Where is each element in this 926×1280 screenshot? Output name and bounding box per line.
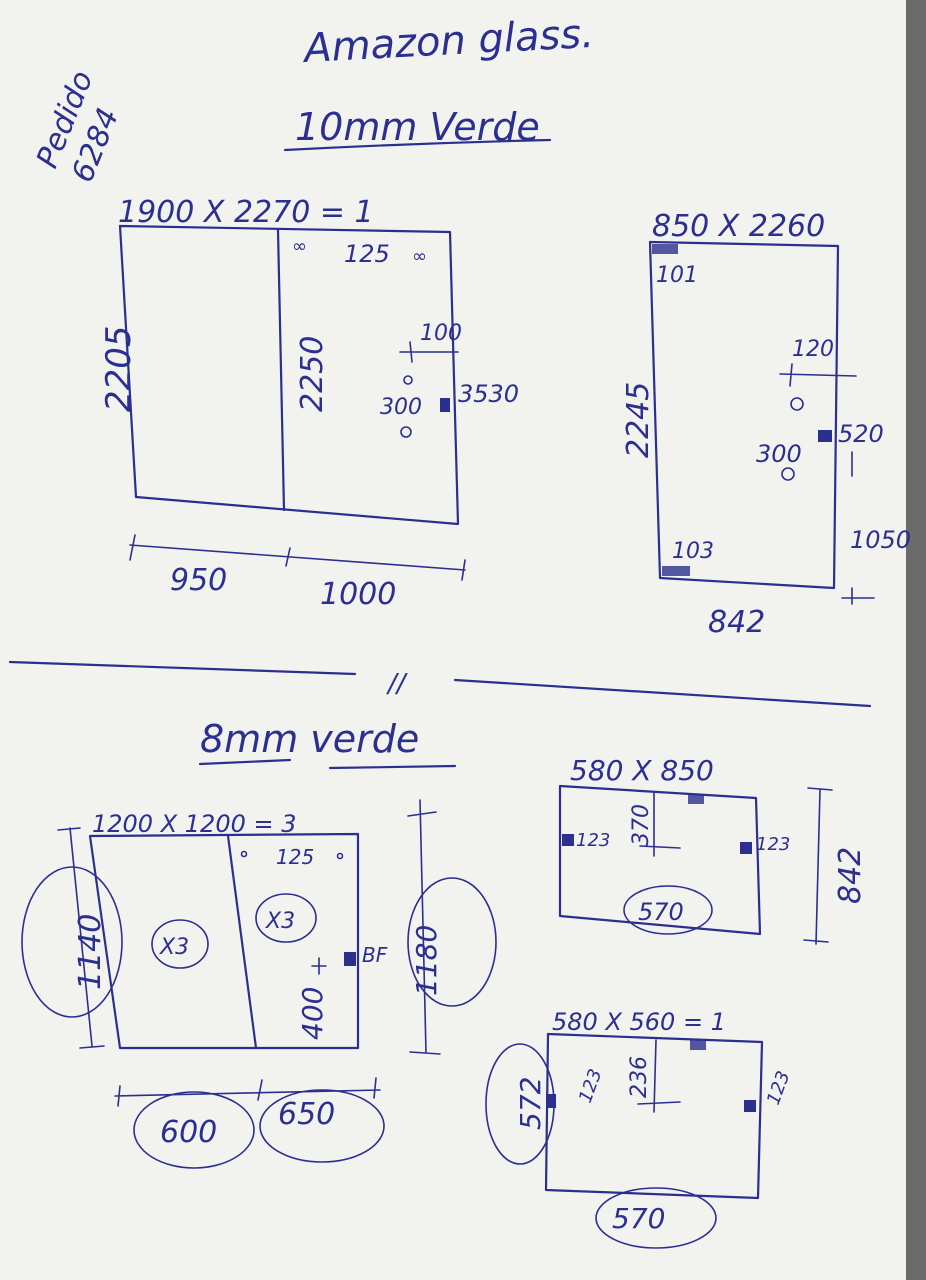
panel4-size: 580 X 850 xyxy=(570,754,714,787)
panel3-width-right: 650 xyxy=(278,1097,335,1132)
panel2-reference-tick xyxy=(779,363,857,387)
panel3-divider xyxy=(226,834,258,1050)
panel4-height-dimension xyxy=(803,787,833,945)
panel2-height: 2245 xyxy=(621,382,656,458)
panel-850x2260: 850 X 2260 101 2245 120 300 520 1050 103… xyxy=(621,209,911,640)
panel3-top-holes: 125 xyxy=(276,845,314,869)
panel2-offset: 120 xyxy=(792,337,834,362)
panel4-top-mark xyxy=(688,794,704,804)
panel1-top-holes: 125 xyxy=(344,240,390,268)
panel1-handle-mark xyxy=(440,398,450,412)
panel1-width-dimension xyxy=(129,534,466,581)
panel1-width-right: 1000 xyxy=(320,577,396,612)
panel1-divider xyxy=(276,228,286,512)
panel4-width: 570 xyxy=(638,898,684,926)
panel3-width-left-circle xyxy=(133,1091,255,1169)
panel1-hole-left: ∞ xyxy=(292,236,307,257)
panel3-right-dimension xyxy=(407,799,441,1055)
panel5-width-circle xyxy=(595,1187,717,1249)
panel4-height: 842 xyxy=(833,847,868,904)
panel3-width-left: 600 xyxy=(160,1115,217,1150)
panel3-height-left-circle xyxy=(21,866,123,1018)
panel2-handle: 520 xyxy=(838,420,884,448)
panel2-outline xyxy=(648,240,840,590)
panel4-width-circle xyxy=(623,885,713,935)
section1-underline xyxy=(283,138,552,152)
panel2-bottom: 1050 xyxy=(850,526,911,554)
panel5-size: 580 X 560 = 1 xyxy=(552,1008,726,1036)
panel3-size: 1200 X 1200 = 3 xyxy=(92,810,297,838)
panel-580x560: 580 X 560 = 1 572 123 236 123 570 xyxy=(485,1008,794,1249)
panel2-width: 842 xyxy=(708,605,765,640)
section2-title: 8mm verde xyxy=(200,717,419,761)
panel5-outline xyxy=(544,1032,764,1200)
panel2-corner-top: 101 xyxy=(656,263,698,288)
panel1-handle: 3530 xyxy=(458,380,519,408)
panel2-corner-top-mark xyxy=(652,244,678,254)
section2-underline xyxy=(198,758,457,770)
panel3-mark-right-circle xyxy=(255,893,317,943)
panel2-hole-top xyxy=(790,397,804,411)
panel3-handle: BF xyxy=(362,943,388,967)
panel-580x850: 580 X 850 123 370 123 570 842 xyxy=(558,754,868,945)
panel1-outline xyxy=(118,224,460,526)
panel3-width-dimension xyxy=(114,1077,381,1107)
panel3-left-dimension xyxy=(57,827,105,1049)
panel2-hole-bottom xyxy=(781,467,795,481)
panel4-reference-tick xyxy=(639,791,681,857)
panel1-reference-tick xyxy=(399,341,459,363)
section-divider-left xyxy=(8,660,357,676)
panel3-width-right-circle xyxy=(259,1089,385,1163)
panel3-mark-right: X3 xyxy=(265,909,295,934)
panel-1900x2270: 1900 X 2270 = 1 2205 2250 ∞ 125 ∞ 100 30… xyxy=(99,195,519,612)
panel3-outline xyxy=(88,832,360,1050)
panel5-height: 572 xyxy=(514,1077,547,1130)
panel5-top-mark xyxy=(690,1040,706,1050)
section-divider-right xyxy=(453,678,872,708)
panel3-height-right-circle xyxy=(407,877,497,1007)
panel1-height-left: 2205 xyxy=(99,325,139,412)
panel4-offset: 370 xyxy=(629,804,654,846)
panel2-hole-gap: 300 xyxy=(756,440,802,468)
panel3-height-left: 1140 xyxy=(73,914,108,990)
panel2-size: 850 X 2260 xyxy=(652,209,825,244)
panel3-height-right: 1180 xyxy=(410,925,443,996)
section-divider-mark: // xyxy=(386,669,409,699)
panel-1200x1200: 1200 X 1200 = 3 1140 X3 X3 125 400 BF 11… xyxy=(21,799,497,1169)
panel2-handle-mark xyxy=(818,430,832,442)
panel5-right-mark xyxy=(744,1100,756,1112)
panel5-left-mark xyxy=(546,1094,556,1108)
panel3-mark-left: X3 xyxy=(159,935,189,960)
panel3-hole-left xyxy=(240,850,248,858)
section1-title: 10mm Verde xyxy=(295,105,540,149)
panel1-hole-top xyxy=(403,375,413,385)
panel3-handle-mark xyxy=(344,952,356,966)
panel1-height-mid: 2250 xyxy=(295,336,330,412)
panel2-vertical-dimension xyxy=(841,451,875,605)
panel2-corner-bottom-mark xyxy=(662,566,690,576)
panel1-size: 1900 X 2270 = 1 xyxy=(118,195,374,230)
panel1-width-left: 950 xyxy=(170,563,227,598)
panel1-hole-right: ∞ xyxy=(412,246,427,267)
panel5-width: 570 xyxy=(612,1202,665,1235)
paper-edge-shadow xyxy=(906,0,926,1280)
panel4-right: 123 xyxy=(756,834,790,855)
panel4-right-mark xyxy=(740,842,752,854)
panel1-hole-gap: 300 xyxy=(380,395,422,420)
panel3-mark-left-circle xyxy=(151,919,209,969)
panel1-hole-bottom xyxy=(400,426,412,438)
panel4-left-mark xyxy=(562,834,574,846)
panel2-corner-bottom: 103 xyxy=(672,539,714,564)
panel3-reference-tick xyxy=(311,957,327,975)
panel3-hole-right xyxy=(336,852,344,860)
panel5-reference-tick xyxy=(637,1039,681,1113)
panel4-left: 123 xyxy=(576,830,610,851)
panel3-offset: 400 xyxy=(296,987,329,1040)
panel5-offset: 236 xyxy=(627,1056,652,1098)
panel1-offset-top: 100 xyxy=(420,321,462,346)
